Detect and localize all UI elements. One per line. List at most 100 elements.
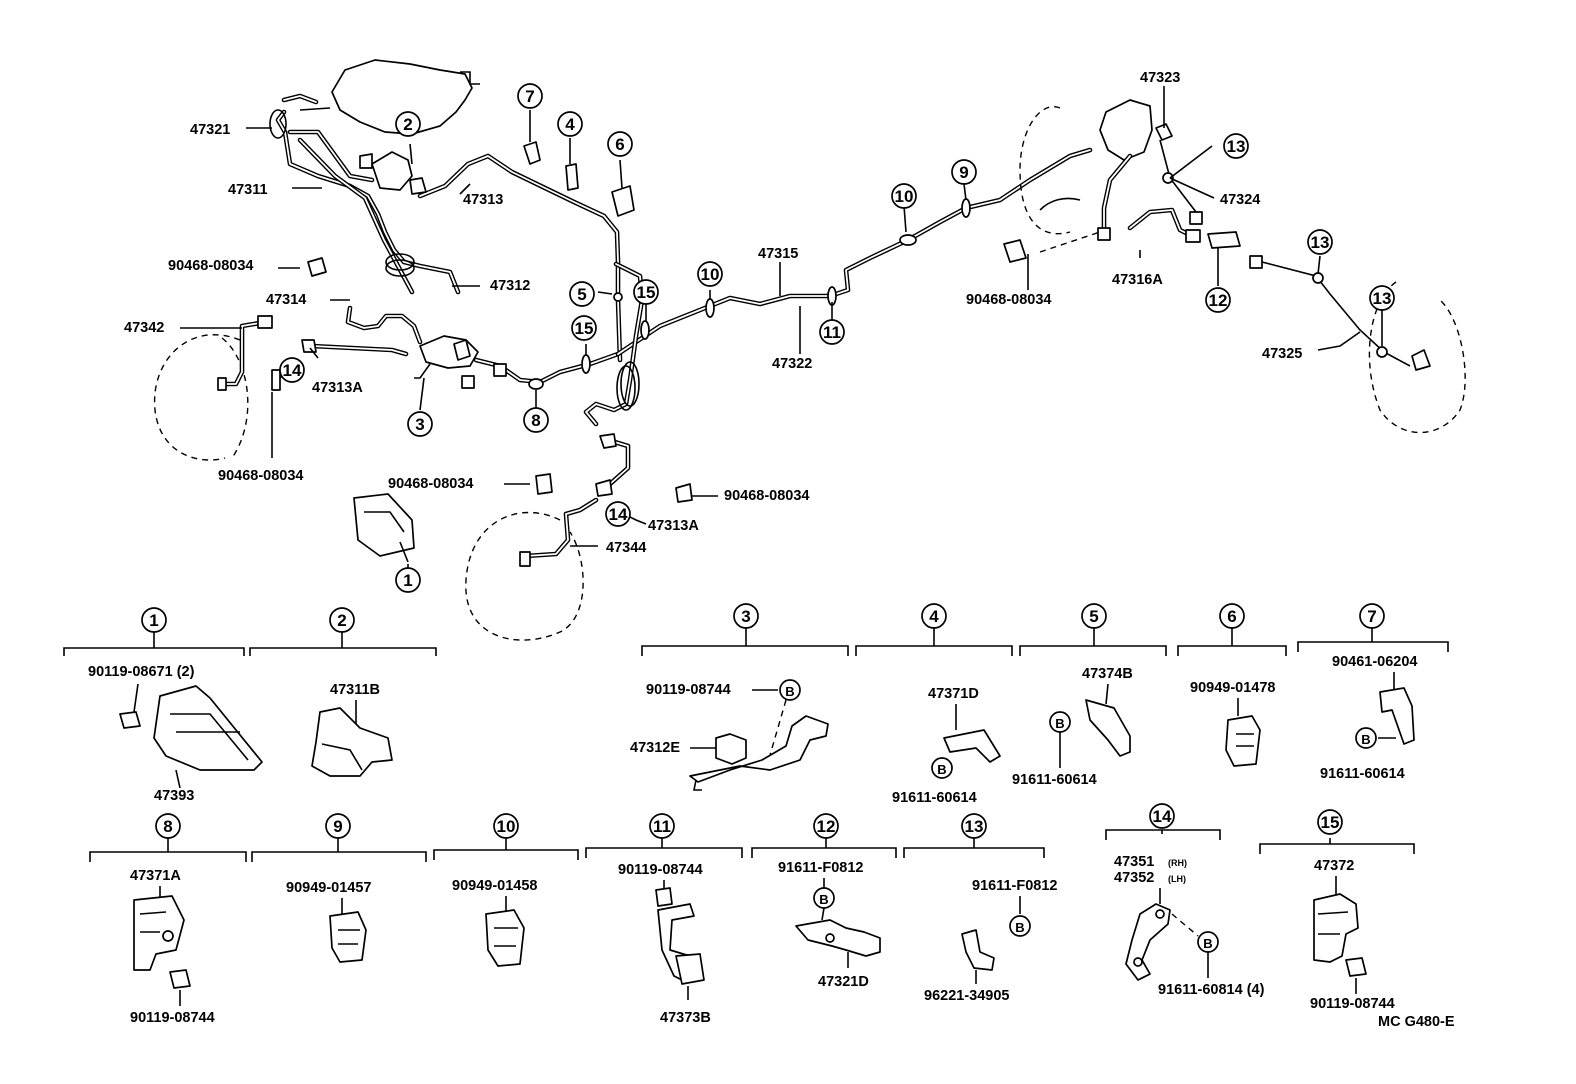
detail-11-number: 11 — [649, 813, 675, 839]
part-47312E: 47312E — [630, 740, 680, 756]
part-90949-01458: 90949-01458 — [452, 878, 537, 894]
detail-15-number: 15 — [1317, 809, 1343, 835]
detail-brackets — [63, 628, 1449, 862]
callout-13-a: 13 — [1223, 133, 1249, 159]
side-label-lh: (LH) — [1168, 874, 1186, 884]
svg-text:14: 14 — [1153, 807, 1172, 826]
rear-wheel-area — [1003, 99, 1466, 434]
clip-symbols — [307, 141, 693, 557]
svg-text:13: 13 — [1311, 233, 1330, 252]
svg-text:13: 13 — [1227, 137, 1246, 156]
callout-8: 8 — [523, 407, 549, 433]
detail-9-number: 9 — [325, 813, 351, 839]
callout-4: 4 — [557, 111, 583, 137]
svg-text:B: B — [937, 762, 946, 777]
svg-text:9: 9 — [959, 163, 968, 182]
detail-8-number: 8 — [155, 813, 181, 839]
detail-9: 9 90949-01457 — [286, 813, 371, 963]
bolt-marker: B — [931, 757, 953, 779]
svg-text:15: 15 — [575, 319, 594, 338]
callout-1: 1 — [395, 567, 421, 593]
callout-15-b: 15 — [571, 315, 597, 341]
svg-text:4: 4 — [929, 607, 939, 626]
part-96221-34905: 96221-34905 — [924, 988, 1009, 1004]
pipe-label-47313A-upper: 47313A — [312, 380, 363, 396]
svg-text:9: 9 — [333, 817, 342, 836]
part-91611-60614-d5: 91611-60614 — [1012, 772, 1097, 788]
svg-text:1: 1 — [403, 571, 412, 590]
svg-text:11: 11 — [823, 323, 841, 342]
detail-6: 6 90949-01478 — [1190, 603, 1275, 767]
clip-label-left-lower: 90468-08034 — [218, 468, 303, 484]
svg-text:14: 14 — [283, 361, 302, 380]
pipe-label-47321: 47321 — [190, 122, 230, 138]
detail-14-number: 14 — [1149, 803, 1175, 829]
part-47321D: 47321D — [818, 974, 869, 990]
detail-5: 5 47374B B 91611-60614 — [1012, 603, 1133, 788]
pipe-label-47325: 47325 — [1262, 346, 1302, 362]
pipe-label-47323: 47323 — [1140, 70, 1180, 86]
svg-text:12: 12 — [1209, 291, 1228, 310]
svg-text:13: 13 — [1373, 289, 1392, 308]
svg-text:11: 11 — [653, 817, 671, 836]
part-47371A: 47371A — [130, 868, 181, 884]
callout-14-b: 14 — [605, 501, 631, 527]
front-left-wheel-area — [153, 305, 423, 461]
side-label-rh: (RH) — [1168, 858, 1187, 868]
clip-label-center-right: 90468-08034 — [724, 488, 809, 504]
svg-text:3: 3 — [741, 607, 750, 626]
callout-14-a: 14 — [279, 357, 305, 383]
callout-12: 12 — [1205, 287, 1231, 313]
pipe-label-47314: 47314 — [266, 292, 306, 308]
detail-12-number: 12 — [813, 813, 839, 839]
part-91611-60614-d4: 91611-60614 — [892, 790, 977, 806]
pipe-labels: 47321 47311 47313 47312 47314 47342 4731… — [124, 70, 1302, 556]
part-47352: 47352 — [1114, 870, 1154, 886]
detail-6-number: 6 — [1219, 603, 1245, 629]
master-cylinder-outline — [299, 59, 480, 135]
pipe-label-47342: 47342 — [124, 320, 164, 336]
bolt-marker: B — [1197, 931, 1219, 953]
detail-10: 10 90949-01458 — [452, 813, 537, 967]
scene-callouts: 2 7 4 6 5 15 15 10 11 10 9 8 3 14 14 1 1… — [279, 83, 1395, 593]
part-47373B: 47373B — [660, 1010, 711, 1026]
part-90119-08744-d15: 90119-08744 — [1310, 996, 1395, 1012]
detail-14: 14 47351 (RH) 47352 (LH) B 91611-60814 (… — [1114, 803, 1265, 998]
detail-3-number: 3 — [733, 603, 759, 629]
svg-text:2: 2 — [337, 611, 346, 630]
svg-text:12: 12 — [817, 817, 836, 836]
svg-text:B: B — [1015, 920, 1024, 935]
svg-text:2: 2 — [403, 115, 412, 134]
detail-3: 3 90119-08744 B 47312E — [630, 603, 829, 791]
detail-2-number: 2 — [329, 607, 355, 633]
svg-text:B: B — [785, 684, 794, 699]
svg-text:1: 1 — [149, 611, 158, 630]
part-90949-01478: 90949-01478 — [1190, 680, 1275, 696]
detail-12: 12 91611-F0812 B 47321D — [778, 813, 881, 990]
part-47393: 47393 — [154, 788, 194, 804]
part-91611-60814: 91611-60814 (4) — [1158, 982, 1265, 998]
part-90949-01457: 90949-01457 — [286, 880, 371, 896]
clip-label-rear: 90468-08034 — [966, 292, 1051, 308]
detail-1-number: 1 — [141, 607, 167, 633]
detail-15: 15 47372 90119-08744 — [1310, 809, 1395, 1012]
part-91611-F0812-d12: 91611-F0812 — [778, 860, 863, 876]
svg-text:5: 5 — [1089, 607, 1098, 626]
svg-text:B: B — [1055, 716, 1064, 731]
svg-text:6: 6 — [615, 135, 624, 154]
callout-5: 5 — [569, 281, 595, 307]
svg-text:4: 4 — [565, 115, 575, 134]
svg-text:6: 6 — [1227, 607, 1236, 626]
part-91611-F0812-d13: 91611-F0812 — [972, 878, 1057, 894]
callout-6: 6 — [607, 131, 633, 157]
pipe-label-47324: 47324 — [1220, 192, 1260, 208]
front-brake-lines — [269, 93, 623, 363]
callout-11: 11 — [819, 319, 845, 345]
part-90119-08744-d3: 90119-08744 — [646, 682, 731, 698]
bolt-marker: B — [779, 679, 801, 701]
pipe-label-47313A-lower: 47313A — [648, 518, 699, 534]
part-90461-06204: 90461-06204 — [1332, 654, 1417, 670]
callout-13-b: 13 — [1307, 229, 1333, 255]
callout-13-c: 13 — [1369, 285, 1395, 311]
